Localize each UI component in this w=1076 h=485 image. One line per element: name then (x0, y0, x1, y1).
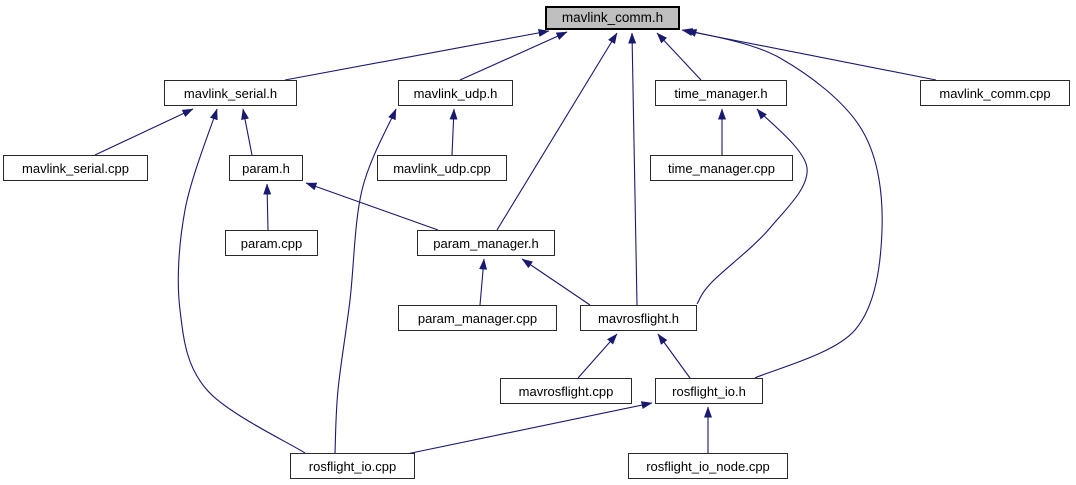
edge-param_h-to-mavlink_serial_h (241, 108, 253, 156)
graph-node-param_manager_h[interactable]: param_manager.h (417, 230, 555, 256)
graph-node-mavlink_udp_h[interactable]: mavlink_udp.h (398, 80, 513, 106)
edge-time_manager_h-to-mavlink_comm_h (656, 32, 702, 81)
graph-node-param_h[interactable]: param.h (229, 155, 303, 181)
graph-node-mavrosflight_h[interactable]: mavrosflight.h (580, 305, 697, 331)
edge-rosflight_io_h-to-mavrosflight_h (657, 333, 691, 379)
edge-param_cpp-to-param_h (263, 183, 272, 231)
graph-node-mavlink_udp_cpp[interactable]: mavlink_udp.cpp (377, 155, 507, 181)
edge-rosflight_io_cpp-to-rosflight_io_h (396, 401, 653, 457)
graph-node-mavrosflight_cpp[interactable]: mavrosflight.cpp (500, 378, 632, 404)
graph-node-time_manager_h[interactable]: time_manager.h (655, 80, 787, 106)
graph-node-rosflight_io_node_cpp[interactable]: rosflight_io_node.cpp (628, 453, 788, 479)
graph-node-param_manager_cpp[interactable]: param_manager.cpp (398, 305, 557, 331)
graph-node-mavlink_comm_cpp[interactable]: mavlink_comm.cpp (920, 80, 1070, 106)
edge-rosflight_io_cpp-to-mavlink_serial_h (177, 108, 306, 454)
graph-node-mavlink_comm_h[interactable]: mavlink_comm.h (545, 6, 680, 30)
edge-mavrosflight_h-to-param_manager_h (521, 258, 591, 306)
graph-node-mavlink_serial_h[interactable]: mavlink_serial.h (164, 80, 297, 106)
edge-mavrosflight_cpp-to-mavrosflight_h (577, 333, 618, 379)
graph-node-param_cpp[interactable]: param.cpp (225, 230, 318, 256)
graph-node-mavlink_serial_cpp[interactable]: mavlink_serial.cpp (3, 155, 148, 181)
graph-node-rosflight_io_cpp[interactable]: rosflight_io.cpp (290, 453, 415, 479)
edge-param_manager_h-to-mavlink_comm_h (496, 32, 618, 231)
edge-mavlink_serial_h-to-mavlink_comm_h (284, 28, 550, 81)
edge-mavrosflight_h-to-mavlink_comm_h (628, 32, 638, 306)
graph-node-rosflight_io_h[interactable]: rosflight_io.h (655, 378, 763, 404)
edge-rosflight_io_cpp-to-mavlink_udp_h (334, 108, 397, 454)
edge-mavlink_udp_cpp-to-mavlink_udp_h (449, 108, 458, 156)
edge-mavlink_udp_h-to-mavlink_comm_h (459, 31, 568, 81)
graph-node-time_manager_cpp[interactable]: time_manager.cpp (650, 155, 793, 181)
edge-param_manager_cpp-to-param_manager_h (479, 258, 488, 306)
edge-param_manager_h-to-param_h (305, 182, 439, 231)
edge-mavrosflight_h-to-time_manager_h (696, 108, 808, 305)
edge-mavlink_serial_cpp-to-mavlink_serial_h (94, 108, 194, 156)
edge-rosflight_io_h-to-mavlink_comm_h (685, 29, 883, 379)
